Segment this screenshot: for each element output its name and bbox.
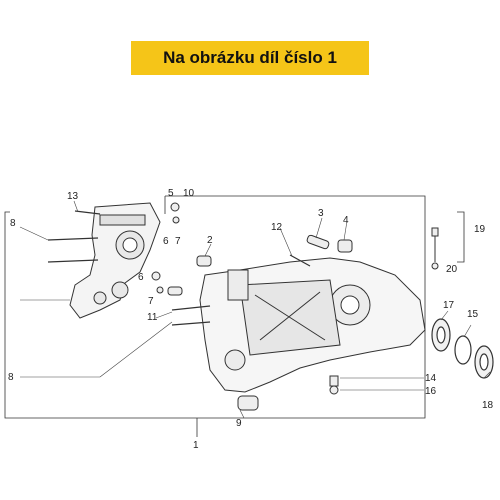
- callout-8-top: 8: [10, 218, 16, 229]
- callout-12: 12: [271, 222, 283, 233]
- callout-4: 4: [343, 215, 349, 226]
- studs: [47, 210, 311, 326]
- callout-labels: 13 8 8 5 10 6 7 6 7 11 2 3 4 12 19 20 17…: [8, 188, 494, 451]
- callout-14: 14: [425, 373, 437, 384]
- leader-lines: [19, 200, 491, 419]
- bearing-and-seals: [431, 318, 494, 379]
- callout-5: 5: [168, 188, 174, 199]
- callout-11: 11: [147, 312, 158, 323]
- callout-2: 2: [207, 235, 213, 246]
- banner-text: Na obrázku díl číslo 1: [163, 48, 337, 67]
- small-parts: [151, 202, 353, 411]
- callout-1: 1: [193, 440, 199, 451]
- callout-8-bottom: 8: [8, 372, 14, 383]
- assembly-frame: [4, 195, 465, 437]
- callout-13: 13: [67, 191, 79, 202]
- main-crankcase: [199, 257, 426, 393]
- callout-10: 10: [183, 188, 195, 199]
- callout-15: 15: [467, 309, 479, 320]
- callout-6-top: 6: [163, 236, 169, 247]
- callout-6-bottom: 6: [138, 272, 144, 283]
- callout-7-top: 7: [175, 236, 181, 247]
- callout-19: 19: [474, 224, 486, 235]
- part-number-banner: Na obrázku díl číslo 1: [131, 41, 369, 75]
- callout-17: 17: [443, 300, 455, 311]
- callout-18: 18: [482, 400, 494, 411]
- callout-3: 3: [318, 208, 324, 219]
- callout-7-bottom: 7: [148, 296, 154, 307]
- callout-20: 20: [446, 264, 458, 275]
- left-crankcase-half: [69, 202, 161, 319]
- callout-9: 9: [236, 418, 242, 429]
- breather-valve: [431, 227, 439, 270]
- callout-16: 16: [425, 386, 437, 397]
